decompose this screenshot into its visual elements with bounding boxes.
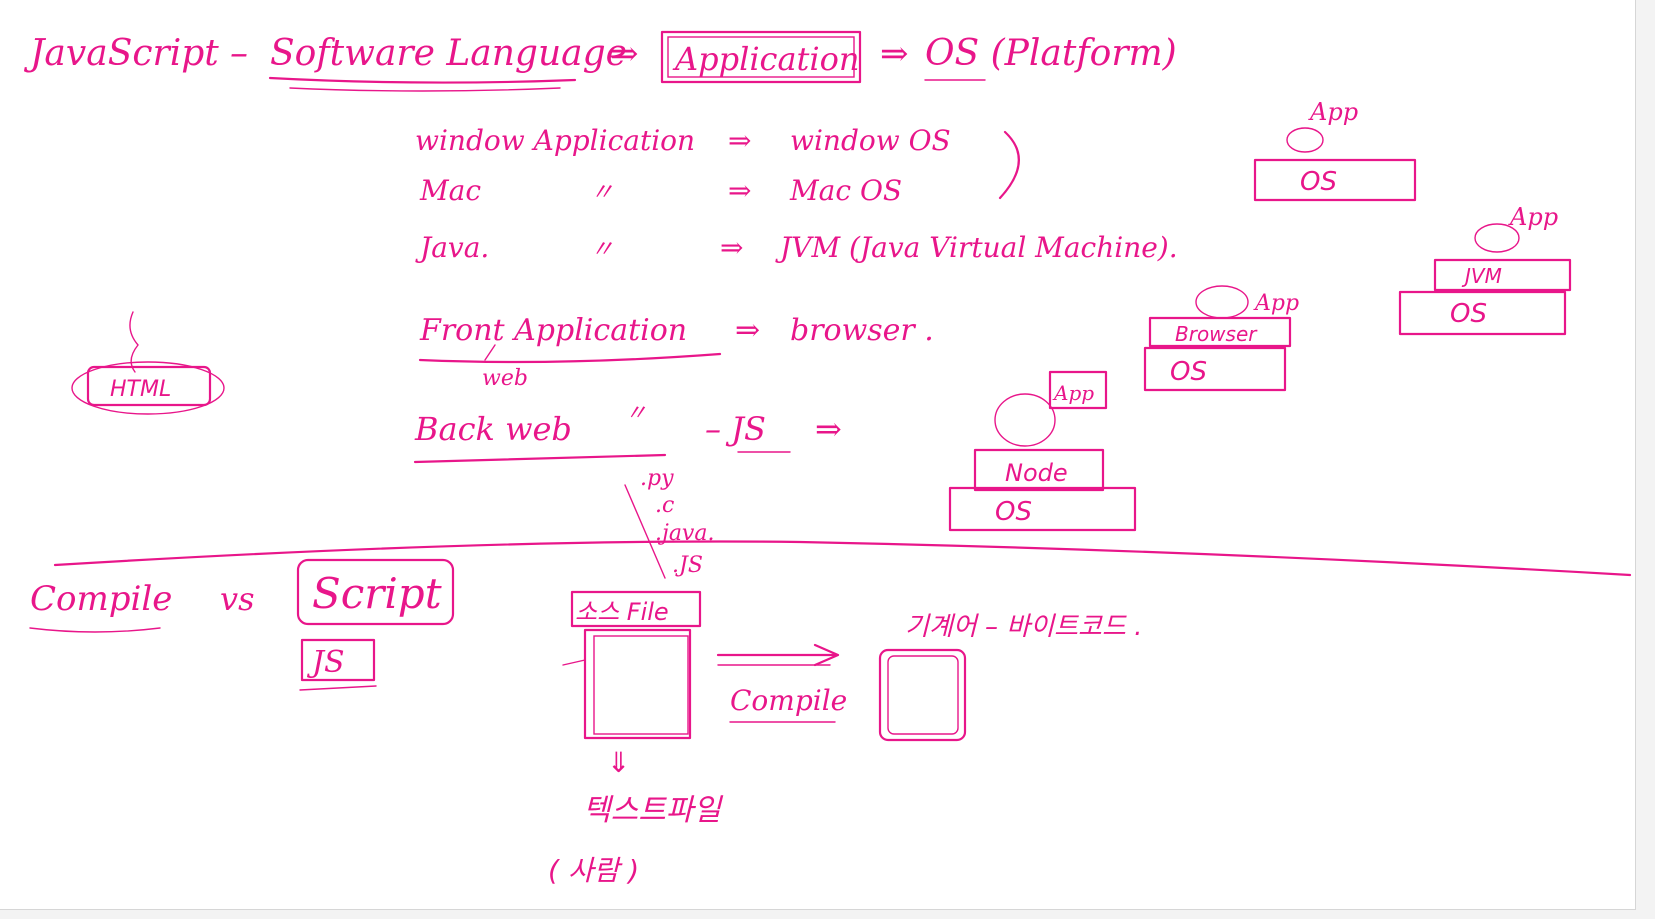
back-arrow: ⇒ <box>815 410 842 448</box>
back-js: – JS <box>705 410 766 448</box>
title-arrow-2: ⇒ <box>880 34 909 74</box>
html-box-scribble <box>71 361 225 415</box>
title-software-language: Software Language <box>270 33 627 74</box>
os-stack-os-label: OS <box>1300 167 1337 197</box>
title-javascript: JavaScript <box>23 33 219 74</box>
row2-mid: 〃 <box>590 178 614 206</box>
bottom-scroll-gutter <box>0 910 1655 919</box>
bottom-source-file: 소스 File <box>575 598 669 626</box>
html-squiggle <box>129 311 139 373</box>
machine-code-box <box>878 648 967 742</box>
front-right: browser . <box>790 313 934 348</box>
handwriting-layer: JavaScript – Software Language ⇒ Applica… <box>23 30 1632 887</box>
source-file-box <box>583 628 692 740</box>
bottom-text-file: 텍스트파일 <box>583 793 723 828</box>
bottom-compile: Compile <box>30 579 172 619</box>
jvm-stack-jvm-label: JVM <box>1461 264 1502 288</box>
bottom-machine-code: 기계어 – 바이트코드 . <box>905 612 1142 642</box>
node-stack-app-box <box>1048 370 1108 410</box>
source-file-box-inner <box>593 635 689 735</box>
software-language-underline <box>268 76 577 84</box>
jvm-stack-jvm-box <box>1433 258 1572 292</box>
row3-right: JVM (Java Virtual Machine). <box>775 231 1178 264</box>
node-stack-os-label: OS <box>995 497 1032 527</box>
jvm-stack-os-box <box>1398 290 1567 336</box>
back-mid: 〃 <box>625 401 647 426</box>
bottom-js: JS <box>306 645 345 680</box>
title-application: Application <box>672 40 860 78</box>
node-stack-node-box <box>973 448 1105 492</box>
machine-code-box-inner <box>887 655 959 735</box>
os-stack-app: App <box>1308 98 1358 126</box>
jvm-stack-app-blob <box>1474 223 1520 253</box>
jvm-stack-os-label: OS <box>1450 299 1487 329</box>
title-arrow-1: ⇒ <box>610 34 639 74</box>
html-label: HTML <box>110 377 171 402</box>
browser-stack-browser-box <box>1148 316 1292 348</box>
row3-left: Java. <box>415 231 489 264</box>
compile-arrow-label: Compile <box>730 684 847 717</box>
lang-c: .c <box>655 493 674 518</box>
row3-mid: 〃 <box>590 235 614 263</box>
html-box <box>86 365 212 407</box>
section-divider <box>53 540 1632 577</box>
js-box <box>300 638 376 682</box>
back-left: Back web <box>414 410 572 448</box>
source-file-pointer <box>562 659 586 666</box>
title-os-platform: OS (Platform) <box>925 33 1177 74</box>
application-box <box>660 30 862 84</box>
bottom-down-arrow: ⇓ <box>607 746 630 779</box>
front-left: Front Application <box>419 313 687 348</box>
node-stack-app: App <box>1052 381 1094 405</box>
node-stack-os-box <box>948 486 1137 532</box>
node-stack-app-blob <box>994 393 1056 447</box>
back-underline <box>413 453 667 464</box>
row1-left: window Application <box>415 124 695 157</box>
os-stack-app-blob <box>1286 127 1324 153</box>
software-language-underline-2 <box>289 87 561 92</box>
row1-right: window OS <box>790 124 951 157</box>
compile-underline <box>29 627 161 633</box>
bottom-vs: vs <box>220 580 255 618</box>
right-scroll-gutter <box>1636 0 1655 919</box>
lang-py: .py <box>640 466 674 491</box>
bottom-script: Script <box>312 569 442 618</box>
web-pointer <box>484 344 496 361</box>
front-sub-web: web <box>482 366 528 391</box>
front-arrow: ⇒ <box>735 313 760 348</box>
browser-stack-os-box <box>1143 346 1287 392</box>
row3-arrow: ⇒ <box>720 231 743 264</box>
script-box <box>296 558 455 626</box>
lang-js: .JS <box>672 553 703 578</box>
row2-left: Mac <box>419 174 481 207</box>
grouping-brace <box>998 130 1020 200</box>
row2-arrow: ⇒ <box>728 174 751 207</box>
title-dash: – <box>230 33 248 74</box>
row2-right: Mac OS <box>789 174 902 207</box>
row1-arrow: ⇒ <box>728 124 751 157</box>
node-stack-node-label: Node <box>1005 459 1068 487</box>
jvm-stack-app: App <box>1508 203 1558 231</box>
whiteboard-canvas[interactable] <box>0 0 1636 910</box>
source-file-label-box <box>570 590 702 628</box>
application-box-inner <box>667 36 855 78</box>
compile-arrow <box>716 643 840 667</box>
front-underline <box>418 352 722 364</box>
js-box-underline <box>299 685 377 691</box>
bottom-human: ( 사람 ) <box>548 854 639 887</box>
browser-stack-os-label: OS <box>1170 357 1207 387</box>
os-stack-os-box <box>1253 158 1417 202</box>
browser-stack-app-blob <box>1195 285 1249 319</box>
browser-stack-browser-label: Browser <box>1175 322 1258 346</box>
browser-stack-app: App <box>1253 291 1299 316</box>
lang-bracket <box>624 484 666 579</box>
